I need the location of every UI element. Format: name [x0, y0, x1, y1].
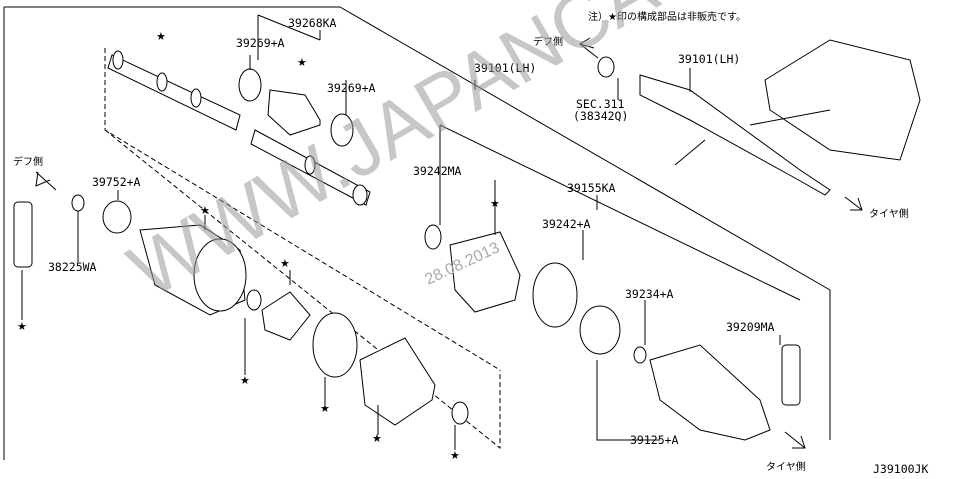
star-marker: ★ [450, 449, 460, 462]
pointer-arrow [674, 109, 831, 166]
vehicle-outline [764, 39, 921, 161]
label-39269A[interactable]: 39269+A [327, 81, 376, 95]
frame-outline [4, 6, 831, 440]
drive-shaft-assembly [639, 74, 831, 196]
star-marker: ★ [156, 30, 166, 43]
label-39752A[interactable]: 39752+A [92, 175, 141, 189]
joint-inner-race [579, 305, 621, 355]
damper-boot [267, 89, 321, 136]
boot-band-small [424, 224, 442, 250]
label-39268KA[interactable]: 39268KA [288, 16, 337, 30]
label-39155KA[interactable]: 39155KA [567, 181, 616, 195]
label-39125A[interactable]: 39125+A [630, 433, 679, 447]
boot-clamp [238, 68, 262, 102]
label-39101LH[interactable]: 39101(LH) [678, 52, 740, 66]
star-marker: ★ [280, 257, 290, 270]
diff-side-label: デフ側 [533, 35, 563, 48]
label-39234A[interactable]: 39234+A [625, 287, 674, 301]
star-marker: ★ [320, 402, 330, 415]
outer-joint [649, 344, 771, 441]
label-39242MA[interactable]: 39242MA [413, 164, 462, 178]
tire-side-label: タイヤ側 [869, 207, 909, 220]
star-marker: ★ [372, 432, 382, 445]
boot [359, 337, 436, 426]
snap-ring [246, 289, 262, 311]
leader-lines [21, 14, 801, 450]
note-text: 注）★印の構成部品は非販売です。 [588, 10, 746, 23]
boot-clamp [330, 113, 354, 147]
oil-seal [597, 56, 615, 78]
star-marker: ★ [200, 204, 210, 217]
boot-band-small [451, 401, 469, 425]
inner-shaft [107, 50, 241, 131]
label-39101LH[interactable]: 39101(LH) [474, 61, 536, 75]
housing-face [193, 238, 247, 312]
tire-side-label: タイヤ側 [766, 460, 806, 473]
grease-tube [13, 201, 33, 268]
star-marker: ★ [297, 56, 307, 69]
grease-tube [781, 344, 801, 406]
spider-assembly [261, 291, 311, 341]
arrow-diff-side-icon [35, 171, 57, 191]
outer-boot [449, 231, 521, 313]
label-38342Q[interactable]: (38342Q) [573, 109, 628, 123]
star-marker: ★ [240, 374, 250, 387]
label-sec311[interactable]: SEC.311 [576, 97, 625, 111]
oil-seal [102, 200, 132, 234]
label-38225WA[interactable]: 38225WA [48, 260, 97, 274]
diagram-code: J39100JK [873, 462, 928, 476]
o-ring [71, 194, 85, 212]
arrow-diff-side-icon [578, 37, 599, 59]
boot-band [532, 262, 578, 328]
label-39269A[interactable]: 39269+A [236, 36, 285, 50]
diff-side-label: デフ側 [13, 155, 43, 168]
outer-shaft [250, 129, 371, 206]
circlip [633, 346, 647, 364]
star-marker: ★ [490, 197, 500, 210]
star-marker: ★ [17, 320, 27, 333]
dashed-group-box [104, 48, 501, 450]
label-39242A[interactable]: 39242+A [542, 217, 591, 231]
boot-band [312, 312, 358, 378]
arrow-tire-side-icon [784, 431, 806, 449]
arrow-tire-side-icon [844, 196, 863, 211]
label-39209MA[interactable]: 39209MA [726, 320, 775, 334]
